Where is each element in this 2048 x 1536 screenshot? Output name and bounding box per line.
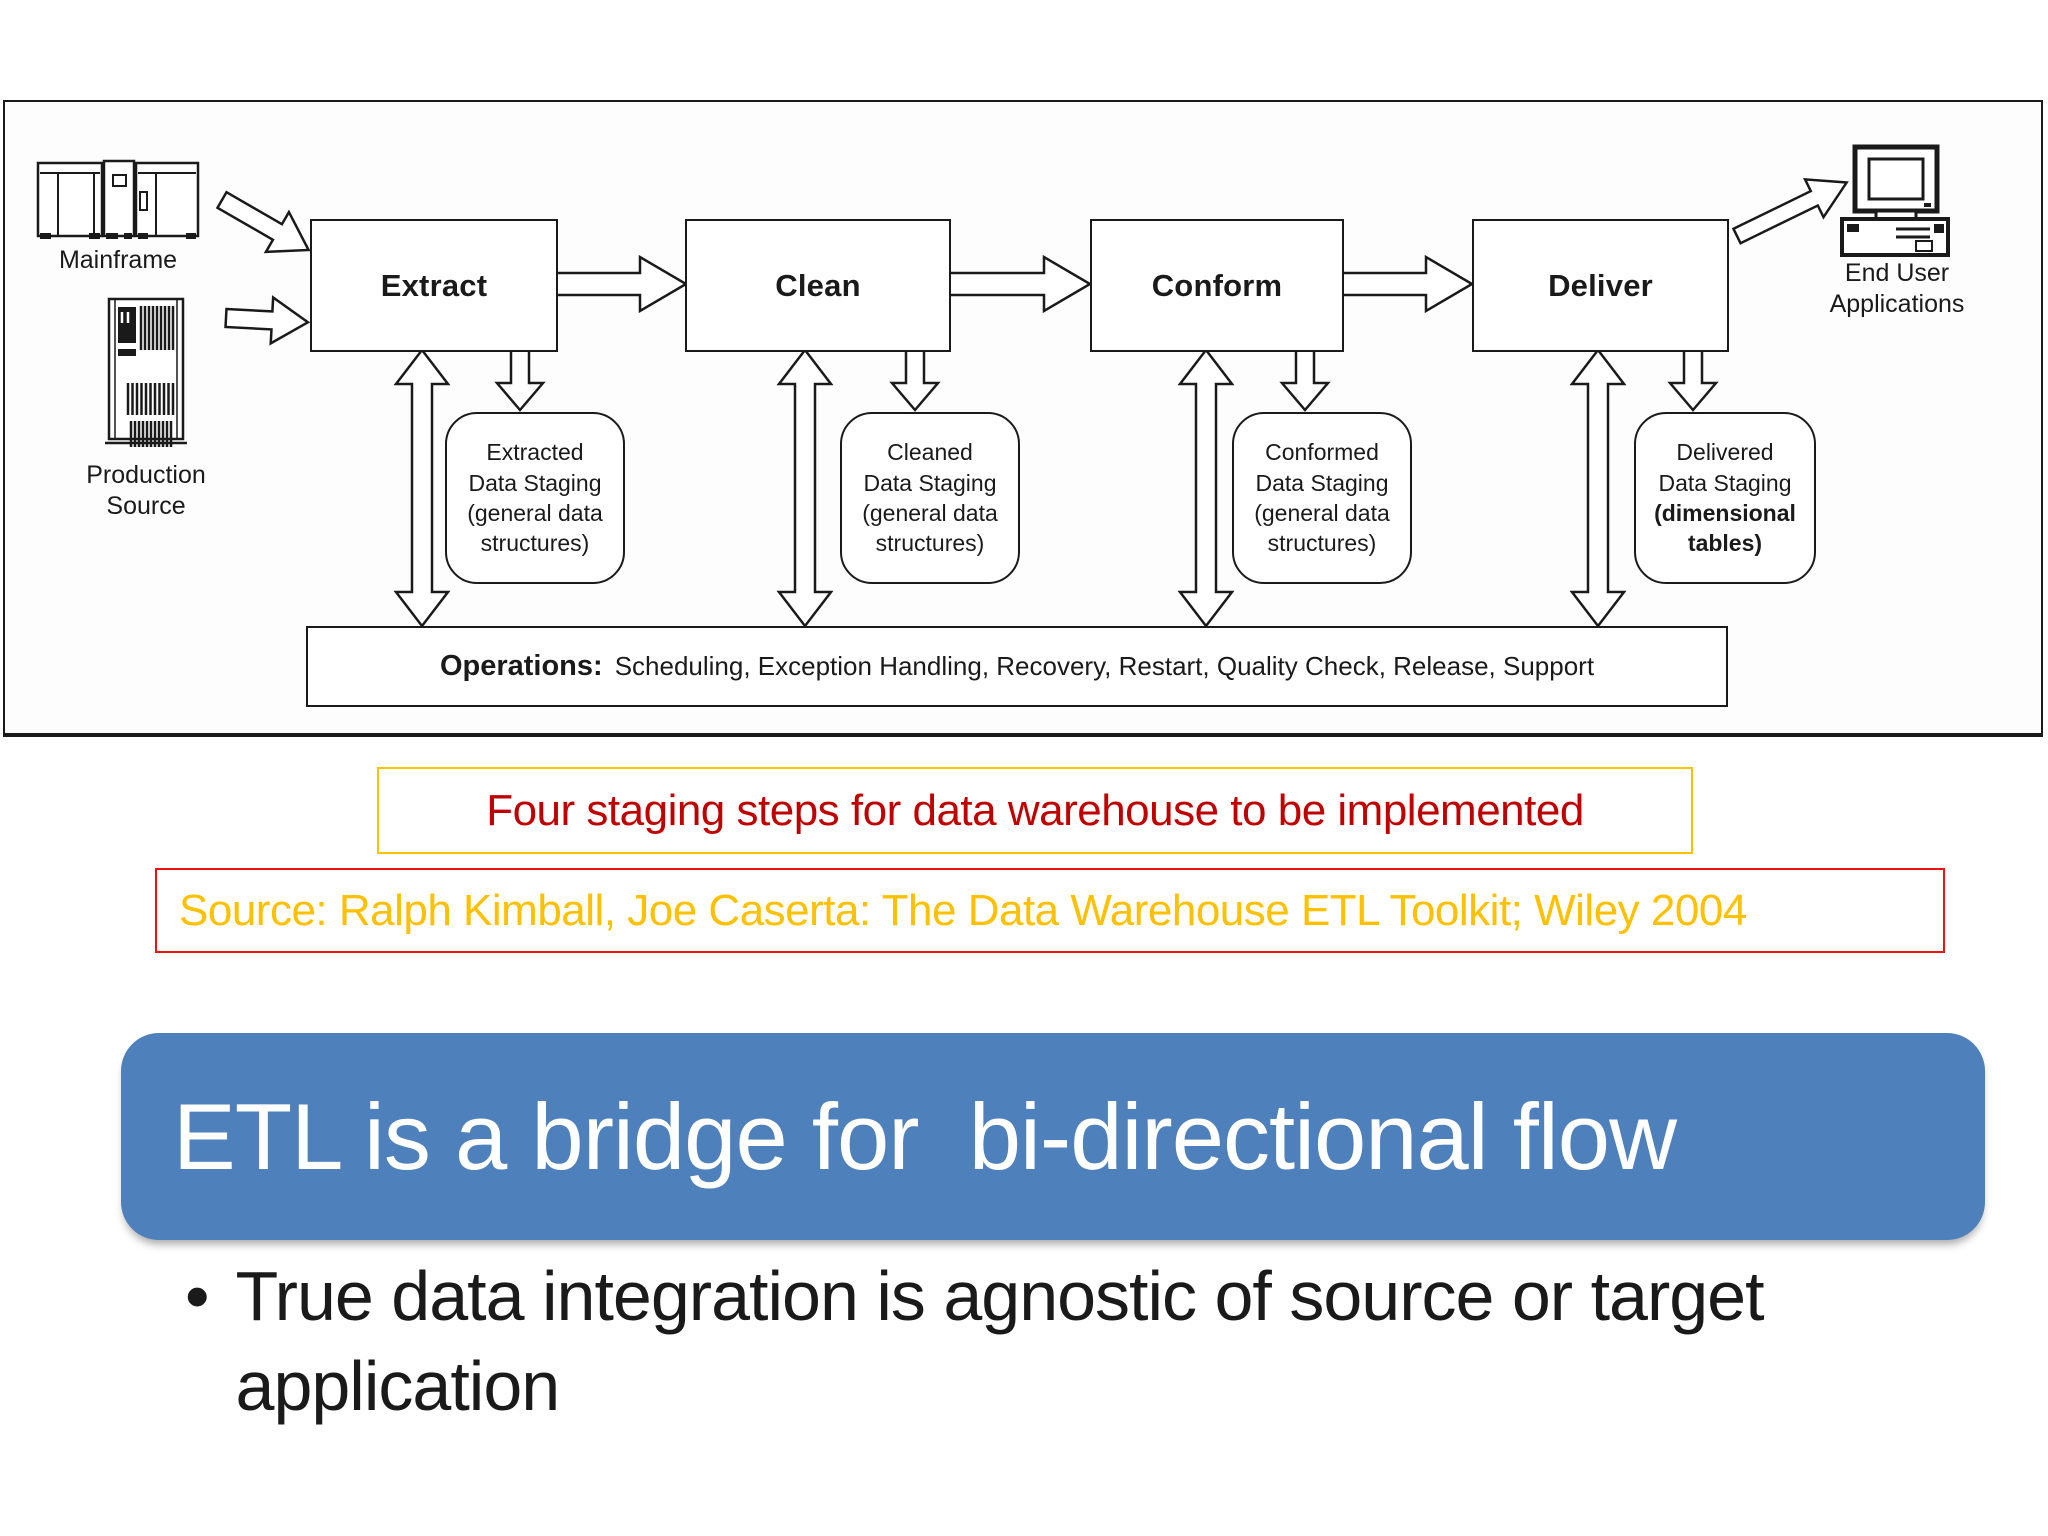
staging-line: (general data: [862, 500, 998, 526]
diagram-arrow-layer: [36, 144, 1950, 629]
end-user-output-arrow: [1731, 178, 1849, 245]
staging-line: Data Staging: [1658, 469, 1792, 496]
bidirectional-arrow-conform: [1177, 347, 1235, 629]
staging-box-extracted: Extracted Data Staging (general data str…: [445, 412, 625, 584]
mainframe-label: Mainframe: [58, 246, 178, 274]
step-label-conform: Conform: [1151, 267, 1283, 303]
operations-label: Operations:: [439, 650, 603, 682]
step-box-extract: Extract: [310, 219, 558, 352]
step-label-extract: Extract: [380, 267, 488, 303]
staging-line: Conformed: [1265, 439, 1379, 466]
bidirectional-arrow-clean: [776, 347, 834, 629]
banner-text: ETL is a bridge for bi-directional flow: [173, 1083, 1677, 1189]
staging-line: Extracted: [486, 439, 584, 466]
operations-items: Scheduling, Exception Handling, Recovery…: [614, 651, 1595, 681]
bullet-marker: •: [185, 1257, 210, 1335]
staging-arrow-clean: [889, 348, 941, 412]
staging-line: (general data: [467, 500, 603, 526]
staging-box-conformed: Conformed Data Staging (general data str…: [1232, 412, 1412, 584]
production-input-arrow: [224, 295, 311, 346]
staging-arrow-extract: [494, 348, 546, 412]
staging-line: (general data: [1254, 500, 1390, 526]
bullet-item: • True data integration is agnostic of s…: [185, 1252, 1825, 1431]
bidirectional-arrow-extract: [393, 347, 451, 629]
staging-line: Data Staging: [468, 469, 602, 496]
mainframe-icon: [36, 159, 200, 239]
caption-source-reference-text: Source: Ralph Kimball, Joe Caserta: The …: [179, 885, 1747, 935]
operations-bar: Operations: Scheduling, Exception Handli…: [306, 626, 1728, 707]
bullet-text: True data integration is agnostic of sou…: [235, 1257, 1765, 1425]
staging-box-cleaned: Cleaned Data Staging (general data struc…: [840, 412, 1020, 584]
flow-arrow-extract-clean: [552, 254, 689, 314]
step-box-deliver: Deliver: [1472, 219, 1729, 352]
staging-line: structures): [480, 530, 590, 557]
banner-etl-bridge: ETL is a bridge for bi-directional flow: [121, 1033, 1985, 1240]
staging-box-delivered: Delivered Data Staging (dimensional tabl…: [1634, 412, 1816, 584]
production-source-icon: [105, 297, 187, 447]
caption-source-reference: Source: Ralph Kimball, Joe Caserta: The …: [155, 868, 1945, 953]
mainframe-input-arrow: [215, 190, 311, 254]
flow-arrow-conform-deliver: [1338, 254, 1475, 314]
step-box-clean: Clean: [685, 219, 951, 352]
caption-four-staging-steps-text: Four staging steps for data warehouse to…: [486, 785, 1584, 835]
end-user-applications-label: End User Applications: [1829, 259, 1965, 319]
staging-arrow-conform: [1279, 348, 1331, 412]
step-box-conform: Conform: [1090, 219, 1344, 352]
staging-line: (dimensional: [1654, 500, 1796, 526]
caption-four-staging-steps: Four staging steps for data warehouse to…: [377, 767, 1693, 854]
staging-line: Data Staging: [863, 469, 997, 496]
end-user-computer-icon: [1840, 144, 1950, 257]
step-label-clean: Clean: [775, 267, 861, 303]
staging-arrow-deliver: [1667, 348, 1719, 412]
staging-line: tables): [1687, 530, 1763, 557]
staging-line: Data Staging: [1255, 469, 1389, 496]
staging-line: structures): [1267, 530, 1377, 557]
step-label-deliver: Deliver: [1548, 267, 1653, 303]
staging-line: Delivered: [1676, 439, 1774, 466]
staging-line: structures): [875, 530, 985, 557]
production-source-label: Production Source: [86, 461, 206, 521]
flow-arrow-clean-conform: [945, 254, 1093, 314]
bidirectional-arrow-deliver: [1569, 347, 1627, 629]
staging-line: Cleaned: [887, 439, 973, 466]
